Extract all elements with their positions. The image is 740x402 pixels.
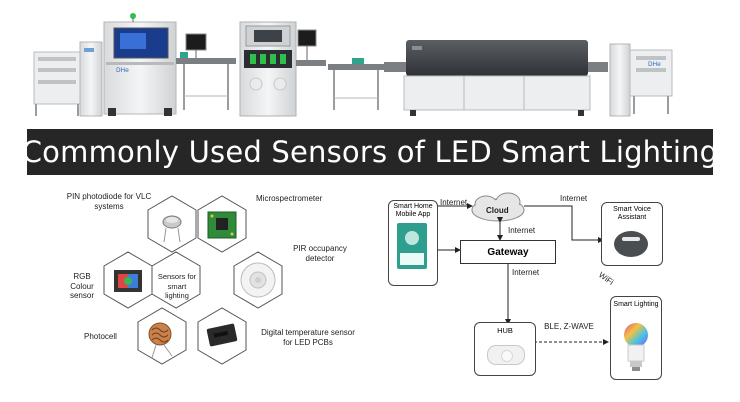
label-microspectrometer: Microspectrometer <box>256 194 323 203</box>
hub-label: HUB <box>497 326 513 335</box>
unloader-machine: DHe <box>609 43 673 117</box>
smt-line-illustration: DHe <box>0 0 740 128</box>
label-pir: PIR occupancy detector <box>293 244 347 263</box>
reflow-oven <box>384 40 608 116</box>
solder-paste-printer: DHe <box>103 13 177 116</box>
phone-icon <box>397 223 427 269</box>
page-title: Commonly Used Sensors of LED Smart Light… <box>21 135 719 169</box>
pick-and-place-machine <box>239 21 326 117</box>
rgb-sensor-icon <box>114 270 142 292</box>
sensors-hex-diagram: PIN photodiode for VLC systems Microspec… <box>0 182 368 402</box>
center-label: Sensors for smart lighting <box>157 272 197 300</box>
network-diagram: Internet Internet Internet Internet BLE,… <box>368 182 740 402</box>
conveyor-with-monitor <box>176 33 236 110</box>
network-connectors <box>429 192 609 345</box>
smart-bulb-icon <box>624 323 648 371</box>
pir-detector-icon <box>240 262 276 298</box>
cloud-icon <box>471 192 525 222</box>
link-label-cloud-gateway: Internet <box>508 226 536 235</box>
title-banner: Commonly Used Sensors of LED Smart Light… <box>22 129 718 175</box>
photodiode-icon <box>162 215 182 243</box>
link-label-app-cloud: Internet <box>440 198 468 207</box>
smart-lighting-label: Smart Lighting <box>613 301 659 308</box>
gateway-box: Gateway <box>460 240 556 264</box>
hub-device-icon <box>487 345 525 365</box>
link-label-gateway-hub: Internet <box>512 268 540 277</box>
loader-machine <box>33 41 103 117</box>
microspectrometer-icon <box>207 211 237 239</box>
logo-text: DHe <box>116 67 129 74</box>
label-photodiode: PIN photodiode for VLC systems <box>66 192 152 211</box>
hex-center <box>151 251 201 309</box>
hub-box: HUB <box>474 322 536 376</box>
link-label-assistant-cloud: Internet <box>560 194 588 203</box>
photocell-icon <box>148 322 173 359</box>
smart-home-app-box: Smart Home Mobile App <box>388 200 438 286</box>
voice-assistant-label: Smart Voice Assistant <box>613 206 651 221</box>
svg-text:DHe: DHe <box>648 61 661 68</box>
cloud-label: Cloud <box>486 206 509 215</box>
label-rgb: RGB Colour sensor <box>69 272 94 300</box>
link-label-hub-light: BLE, Z-WAVE <box>544 322 594 331</box>
smart-lighting-box: Smart Lighting <box>610 296 662 380</box>
conveyor-2 <box>328 58 384 110</box>
voice-assistant-box: Smart Voice Assistant <box>601 202 663 266</box>
hex-grid <box>103 195 283 365</box>
label-temperature: Digital temperature sensor for LED PCBs <box>261 328 355 347</box>
smart-speaker-icon <box>614 231 648 257</box>
label-photocell: Photocell <box>84 332 117 341</box>
temperature-sensor-icon <box>206 323 238 347</box>
smt-machines-graphic: DHe <box>33 13 673 117</box>
smart-home-app-label: Smart Home Mobile App <box>393 203 433 218</box>
